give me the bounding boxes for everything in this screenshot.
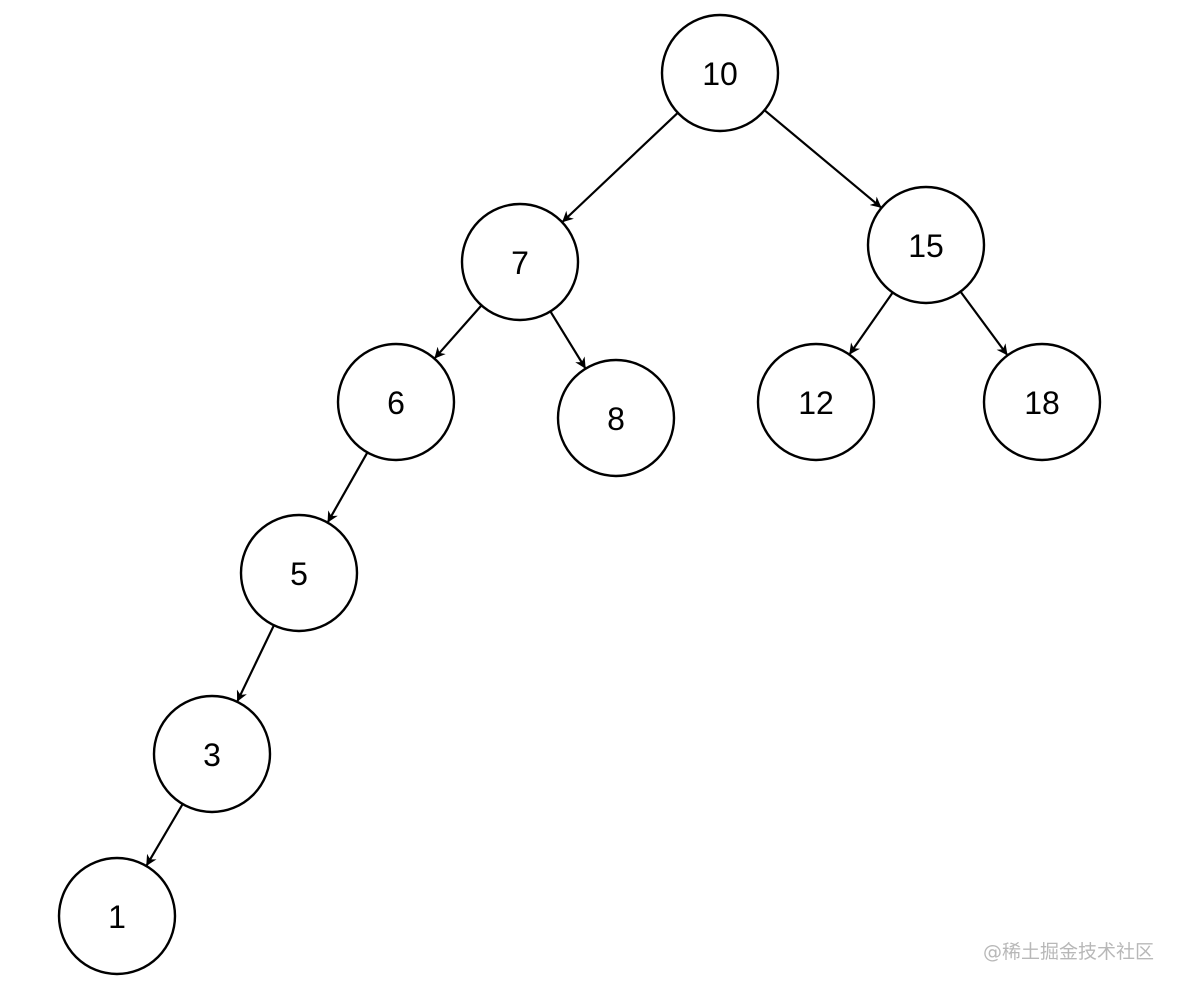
node-label: 6 bbox=[387, 385, 405, 421]
node-circle bbox=[239, 513, 359, 633]
node-circle bbox=[756, 342, 876, 462]
tree-node-8: 8 bbox=[556, 358, 676, 478]
edge-n7-n8 bbox=[549, 310, 587, 369]
node-circle bbox=[982, 342, 1102, 462]
node-label: 5 bbox=[290, 556, 308, 592]
edges-layer bbox=[145, 109, 1008, 867]
node-circle bbox=[57, 856, 177, 976]
node-label: 7 bbox=[511, 245, 529, 281]
node-label: 18 bbox=[1024, 385, 1060, 421]
edge-n15-n12 bbox=[848, 291, 894, 355]
node-label: 1 bbox=[108, 899, 126, 935]
tree-node-1: 1 bbox=[57, 856, 177, 976]
node-circle bbox=[336, 342, 456, 462]
node-circle bbox=[866, 185, 986, 305]
edge-n7-n6 bbox=[434, 304, 483, 359]
edge-n10-n7 bbox=[562, 112, 679, 223]
tree-node-12: 12 bbox=[756, 342, 876, 462]
edge-n3-n1 bbox=[145, 803, 184, 867]
tree-node-18: 18 bbox=[982, 342, 1102, 462]
node-circle bbox=[460, 202, 580, 322]
node-circle bbox=[556, 358, 676, 478]
tree-node-5: 5 bbox=[239, 513, 359, 633]
node-label: 12 bbox=[798, 385, 834, 421]
edge-n6-n5 bbox=[327, 451, 369, 523]
watermark: @稀土掘金技术社区 bbox=[982, 941, 1154, 963]
node-label: 10 bbox=[702, 56, 738, 92]
tree-node-6: 6 bbox=[336, 342, 456, 462]
tree-node-15: 15 bbox=[866, 185, 986, 305]
edge-n5-n3 bbox=[236, 624, 275, 702]
tree-node-7: 7 bbox=[460, 202, 580, 322]
node-label: 3 bbox=[203, 737, 221, 773]
node-label: 8 bbox=[607, 401, 625, 437]
tree-node-10: 10 bbox=[660, 13, 780, 133]
edge-n10-n15 bbox=[763, 109, 882, 209]
tree-node-3: 3 bbox=[152, 694, 272, 814]
node-circle bbox=[152, 694, 272, 814]
nodes-layer: 10 7 15 6 8 12 18 5 3 1 bbox=[57, 13, 1102, 976]
edge-n15-n18 bbox=[959, 290, 1008, 356]
node-label: 15 bbox=[908, 228, 944, 264]
node-circle bbox=[660, 13, 780, 133]
